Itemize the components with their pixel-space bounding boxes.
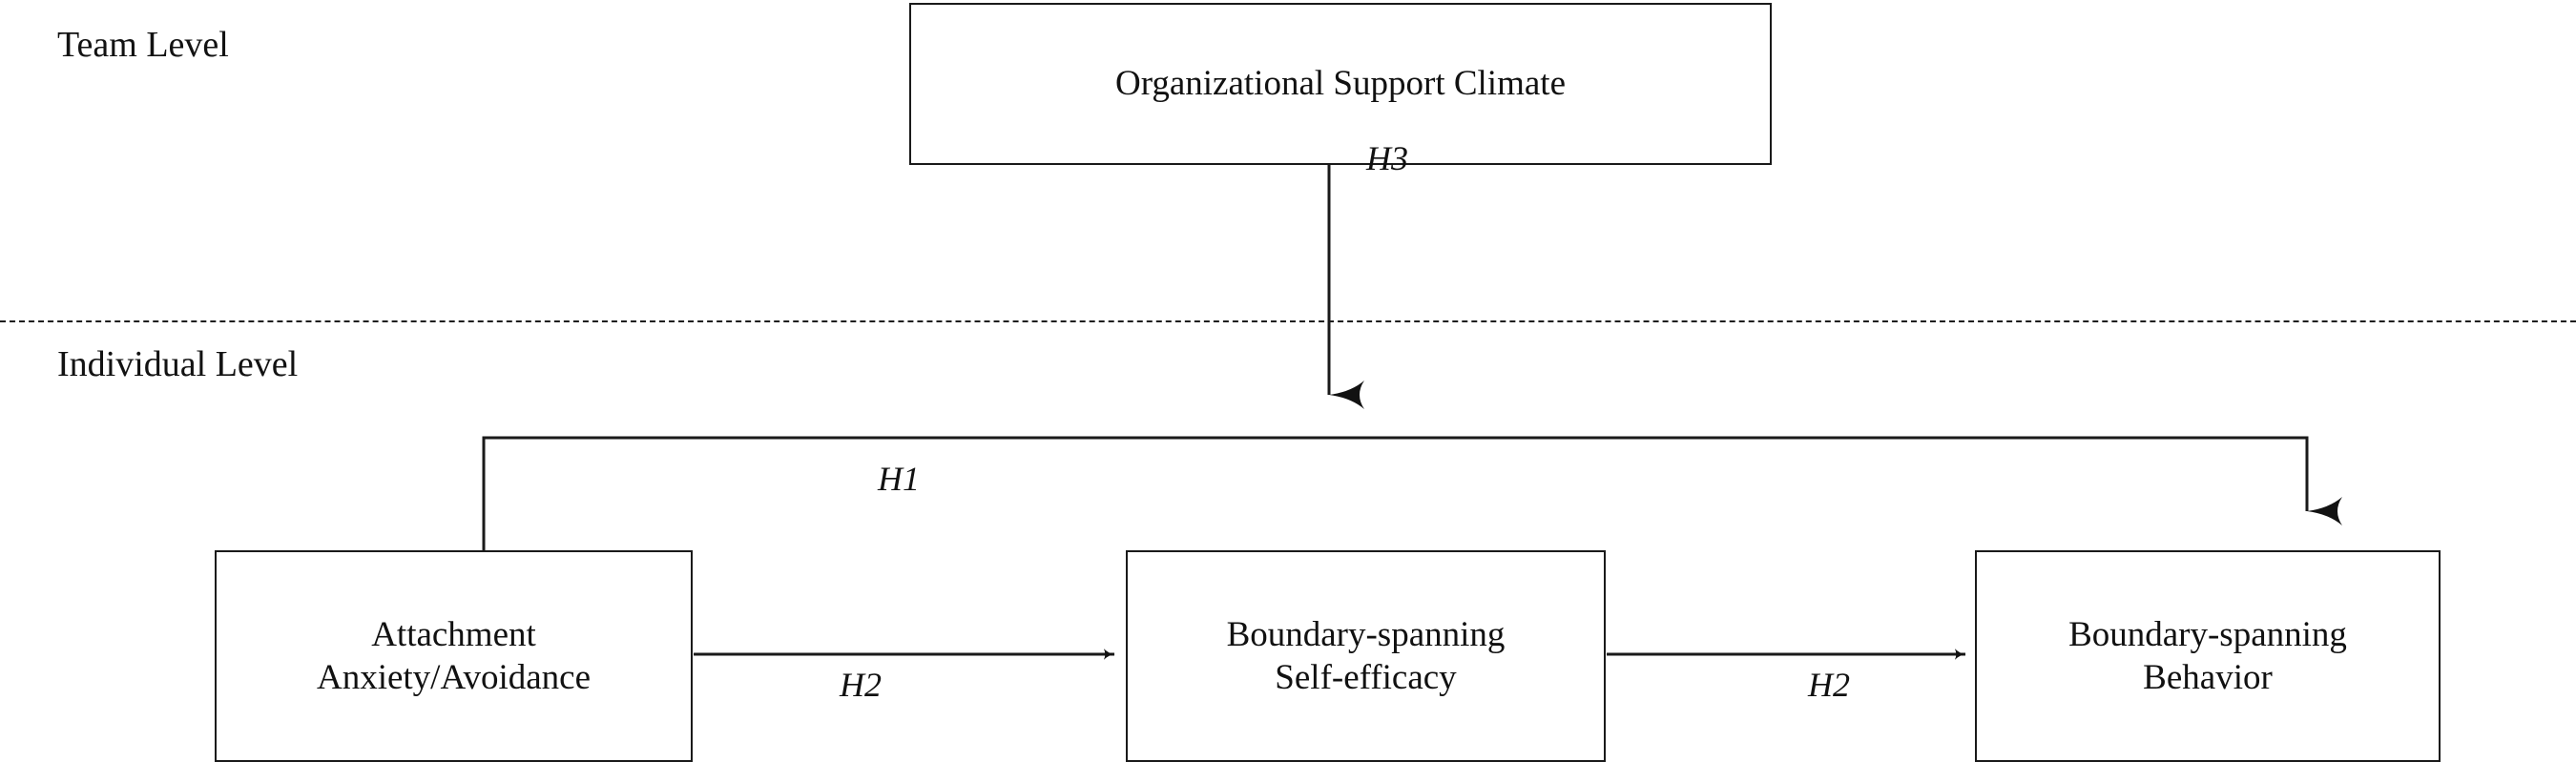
node-behavior-line-1: Boundary-spanning xyxy=(2068,614,2347,654)
edge-h1-path xyxy=(482,436,2309,550)
node-boundary-spanning-behavior[interactable]: Boundary-spanning Behavior xyxy=(1975,550,2441,762)
team-level-label: Team Level xyxy=(57,25,229,65)
node-org-support-line-1: Organizational Support Climate xyxy=(1114,64,1566,104)
edge-label-h2a: H2 xyxy=(840,666,882,704)
edge-label-h2b: H2 xyxy=(1808,666,1850,704)
node-behavior-line-2: Behavior xyxy=(2143,658,2273,697)
individual-level-label: Individual Level xyxy=(57,344,299,384)
node-attachment-anxiety-avoidance[interactable]: Attachment Anxiety/Avoidance xyxy=(215,550,693,762)
node-boundary-spanning-self-efficacy[interactable]: Boundary-spanning Self-efficacy xyxy=(1126,550,1606,762)
edge-label-h1: H1 xyxy=(878,460,920,498)
level-divider xyxy=(0,320,2576,322)
node-self-efficacy-line-2: Self-efficacy xyxy=(1275,658,1457,697)
node-organizational-support-climate[interactable]: Organizational Support Climate xyxy=(909,3,1772,165)
node-attachment-line-1: Attachment xyxy=(371,614,536,654)
node-attachment-line-2: Anxiety/Avoidance xyxy=(316,658,591,697)
node-self-efficacy-line-1: Boundary-spanning xyxy=(1226,614,1506,654)
edge-label-h3: H3 xyxy=(1366,139,1408,177)
